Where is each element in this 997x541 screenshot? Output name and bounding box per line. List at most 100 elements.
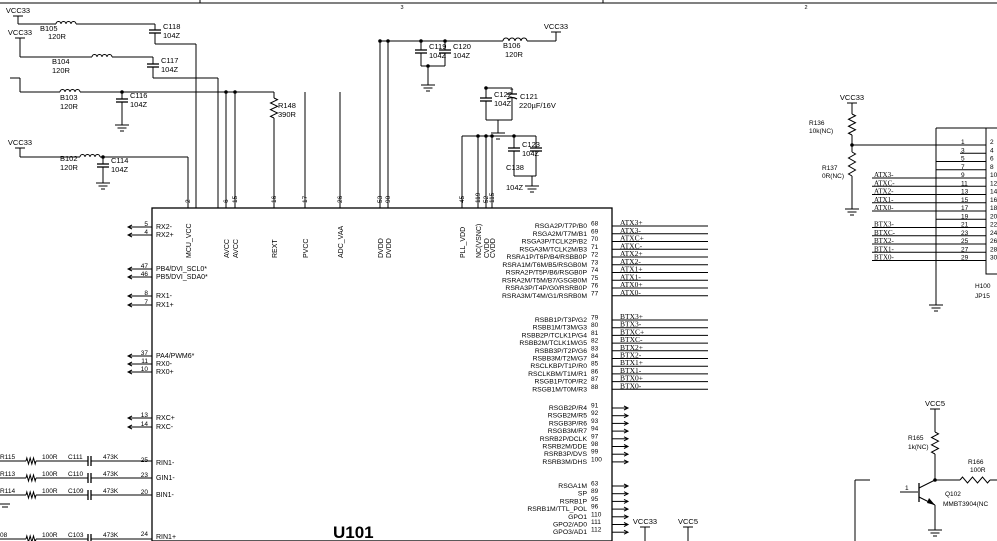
pin-label: RSGB1P/T0P/R2 bbox=[534, 379, 587, 386]
resistor-ref: R113 bbox=[0, 471, 15, 478]
pin-arrow bbox=[623, 436, 630, 442]
pin-label: DVDD bbox=[386, 238, 393, 258]
pin-number: 111 bbox=[591, 519, 601, 526]
label: B104 bbox=[52, 57, 70, 66]
pin-label: RSGB2P/R4 bbox=[549, 405, 587, 412]
pin-label: RSRA2P/T5P/B6/RSGB0P bbox=[506, 270, 588, 277]
pin-label: PB4/DVI_SCL0* bbox=[156, 266, 207, 273]
pin-arrow bbox=[623, 498, 630, 504]
pin-label: RSBB1P/T3P/G2 bbox=[535, 317, 587, 324]
pin-arrow bbox=[623, 420, 630, 426]
connector-pin-number: 27 bbox=[961, 246, 969, 253]
connector-pin-number: 3 bbox=[961, 147, 965, 154]
connector-pin-number: 11 bbox=[961, 180, 968, 187]
pin-label: RSBB2M/TCLK1M/G5 bbox=[519, 340, 587, 347]
net-label: ATXC- bbox=[620, 241, 643, 250]
capacitor-value: 104Z bbox=[429, 51, 447, 60]
label: B102 bbox=[60, 154, 78, 163]
pin-number: 85 bbox=[591, 361, 599, 368]
label: B105 bbox=[40, 24, 58, 33]
capacitor-ref: C110 bbox=[68, 471, 83, 478]
net-label: ATX2- bbox=[620, 257, 641, 266]
net-label: ATX2- bbox=[874, 188, 894, 196]
pin-number: 20 bbox=[141, 489, 149, 496]
pin-label: RSGA2M/T7M/B1 bbox=[533, 231, 588, 238]
ferrite-bead bbox=[79, 154, 101, 158]
pin-number: 47 bbox=[141, 263, 149, 270]
label: 220µF/16V bbox=[519, 101, 556, 110]
pin-label: CVDD bbox=[490, 238, 497, 258]
pin-label: RSGA2P/T7P/B0 bbox=[535, 223, 587, 230]
pin-number: 94 bbox=[591, 426, 599, 433]
pin-number: 1 bbox=[905, 485, 909, 492]
pin-label: RSRA3M/T4M/G1/RSRB0M bbox=[502, 293, 587, 300]
power-label: VCC5 bbox=[678, 517, 698, 526]
net-label: ATX2+ bbox=[620, 249, 643, 258]
pin-number: 82 bbox=[591, 338, 599, 345]
pin-arrow bbox=[623, 459, 630, 465]
pin-label: PVCC bbox=[303, 239, 310, 258]
capacitor-ref: C109 bbox=[68, 488, 84, 495]
net-label: ATX0- bbox=[620, 288, 641, 297]
pin-label: RSCLKBP/T1P/R0 bbox=[530, 363, 587, 370]
pin-arrow bbox=[126, 302, 133, 308]
connector-pin-number: 10 bbox=[990, 172, 997, 179]
pin-label: RIN1- bbox=[156, 460, 175, 467]
pin-label: GIN1- bbox=[156, 475, 175, 482]
input-resistor bbox=[25, 456, 37, 466]
pin-label: GPO1 bbox=[568, 514, 587, 521]
pin-number: 90 bbox=[385, 195, 392, 203]
pin-label: RSGB2M/R5 bbox=[548, 413, 588, 420]
pin-label: AVCC bbox=[233, 239, 240, 258]
label: 0R(NC) bbox=[822, 173, 844, 180]
connector-pin-number: 1 bbox=[961, 139, 965, 146]
pin-number: 112 bbox=[591, 527, 602, 534]
pin-label: SP bbox=[578, 491, 588, 498]
pin-label: NC(VSNC) bbox=[476, 224, 483, 258]
pin-number: 73 bbox=[591, 259, 599, 266]
pin-number: 89 bbox=[591, 488, 599, 495]
capacitor-value: 104Z bbox=[522, 149, 540, 158]
pin-label: GPO2/AD0 bbox=[553, 522, 587, 529]
label: 10k(NC) bbox=[809, 128, 833, 135]
resistor-ref: 08 bbox=[0, 532, 8, 539]
connector-pin-number: 25 bbox=[961, 238, 969, 245]
pin-number: 87 bbox=[591, 376, 599, 383]
pin-arrow bbox=[623, 428, 630, 434]
transistor-collector bbox=[918, 479, 936, 489]
electrolytic-polarity: + bbox=[510, 88, 514, 94]
net-label: BTX2+ bbox=[620, 343, 643, 352]
net-label: ATX1+ bbox=[620, 265, 643, 274]
connector-pin-number: 5 bbox=[961, 156, 965, 163]
pin-label: MCU_VCC bbox=[186, 223, 193, 258]
pin-label: DVDD bbox=[378, 238, 385, 258]
connector-pin-number: 29 bbox=[961, 255, 969, 262]
pin-number: 37 bbox=[141, 350, 149, 357]
net-label: BTX3- bbox=[620, 320, 642, 329]
pin-arrow bbox=[126, 369, 133, 375]
pin-number: 77 bbox=[591, 290, 599, 297]
power-label: VCC33 bbox=[544, 22, 568, 31]
pin-label: PLL_VDD bbox=[460, 227, 467, 258]
chip-body bbox=[151, 207, 613, 541]
pin-number: 14 bbox=[141, 421, 149, 428]
pin-arrow bbox=[623, 514, 630, 520]
capacitor-value: 104Z bbox=[161, 65, 179, 74]
input-resistor bbox=[25, 473, 37, 483]
label: B103 bbox=[60, 93, 78, 102]
label: R166 bbox=[968, 459, 984, 466]
pin-number: 76 bbox=[591, 283, 599, 290]
pin-label: RX2+ bbox=[156, 232, 174, 239]
power-label: VCC33 bbox=[840, 93, 864, 102]
pin-number: 26 bbox=[337, 195, 344, 203]
capacitor-ref: C118 bbox=[163, 22, 180, 31]
pin-number: 11 bbox=[141, 358, 148, 365]
label: 120R bbox=[52, 66, 71, 75]
pin-arrow bbox=[126, 424, 133, 430]
capacitor-ref: C103 bbox=[68, 532, 84, 539]
net-label: BTX2- bbox=[874, 237, 895, 245]
junction-dot bbox=[120, 90, 124, 94]
junction-dot bbox=[484, 86, 488, 90]
